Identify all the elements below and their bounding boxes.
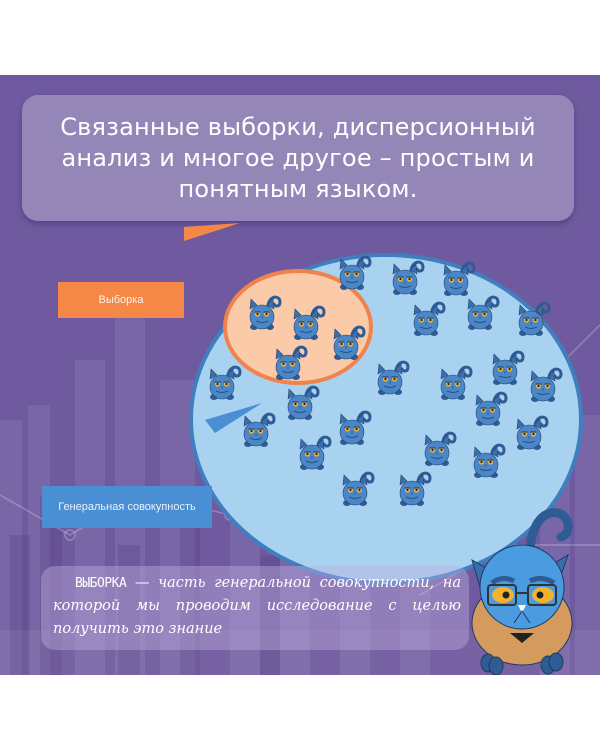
population-label: Генеральная совокупность (42, 486, 212, 528)
definition-body: часть генеральной совокупности, на котор… (53, 575, 462, 637)
sample-label: Выборка (58, 282, 184, 318)
definition-text: Выборка — часть генеральной совокупности… (53, 572, 461, 641)
definition-dash: — (126, 575, 159, 591)
mascot-cat-icon (471, 508, 573, 675)
title-card: Связанные выборки, дисперсионный анализ … (22, 95, 574, 221)
definition-card: Выборка — часть генеральной совокупности… (41, 566, 469, 650)
definition-term: Выборка (75, 576, 127, 591)
title-text: Связанные выборки, дисперсионный анализ … (60, 112, 536, 203)
population-sample-diagram (184, 223, 583, 585)
infographic-panel: Связанные выборки, дисперсионный анализ … (0, 75, 600, 675)
